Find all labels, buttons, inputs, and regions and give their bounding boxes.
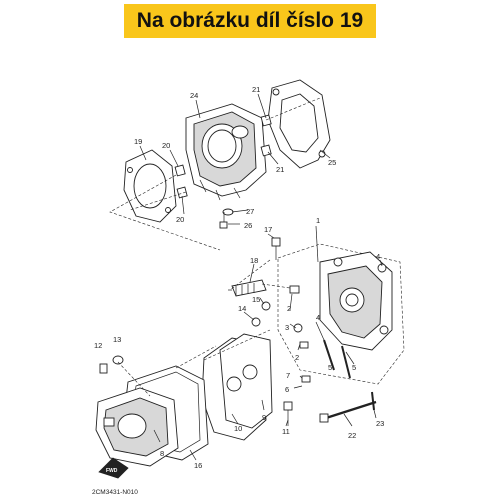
callout-23: 23: [376, 419, 384, 428]
callout-15: 15: [252, 295, 260, 304]
callout-3: 3: [285, 323, 289, 332]
callout-13: 13: [113, 335, 121, 344]
callout-2a: 2: [287, 304, 291, 313]
callout-11: 11: [282, 427, 290, 436]
cylinder-head-1: [277, 243, 405, 385]
dowel-pins: [174, 114, 272, 199]
cylinder-block-24: [185, 103, 267, 201]
washer-23: [371, 391, 375, 411]
callout-16: 16: [194, 461, 202, 470]
callout-leaders: [139, 93, 383, 461]
studs-5: [323, 339, 351, 379]
callout-6: 6: [285, 385, 289, 394]
bolt-12-13: [99, 355, 124, 374]
callout-25: 25: [328, 158, 336, 167]
callout-2b: 2: [295, 353, 299, 362]
callout-8: 8: [160, 449, 164, 458]
title-banner: Na obrázku díl číslo 19: [124, 4, 376, 38]
bolt-11: [283, 401, 293, 426]
callout-12: 12: [94, 341, 102, 350]
callout-22: 22: [348, 431, 356, 440]
callout-20a: 20: [162, 141, 170, 150]
callout-27: 27: [246, 207, 254, 216]
reference-code: 2CM3431-N010: [92, 489, 138, 496]
callout-20b: 20: [176, 215, 184, 224]
callout-1: 1: [316, 216, 320, 225]
title-text: Na obrázku díl číslo 19: [136, 9, 364, 32]
long-bolt-22: [319, 400, 377, 423]
head-cover-8: [95, 387, 179, 467]
forward-arrow-icon: FWD: [98, 457, 129, 479]
callout-21a: 21: [252, 85, 260, 94]
callout-9: 9: [262, 413, 266, 422]
spark-plug-18: [228, 279, 267, 297]
callout-5b: 5: [352, 363, 356, 372]
gasket-19: [123, 149, 177, 223]
callout-18: 18: [250, 256, 258, 265]
callout-24: 24: [190, 91, 198, 100]
callout-14: 14: [238, 304, 246, 313]
bolt-26-27: [219, 208, 234, 229]
callout-4a: 4: [376, 252, 380, 261]
callout-17: 17: [264, 225, 272, 234]
forward-badge-text: FWD: [106, 468, 118, 474]
callout-19: 19: [134, 137, 142, 146]
callout-5a: 5: [328, 363, 332, 372]
callout-21b: 21: [276, 165, 284, 174]
callout-4b: 4: [316, 313, 320, 322]
fasteners-mid: [251, 237, 311, 383]
gasket-plates-9-10: [201, 333, 273, 441]
callout-26: 26: [244, 221, 252, 230]
callout-7: 7: [286, 371, 290, 380]
callout-10: 10: [234, 424, 242, 433]
gasket-25: [267, 79, 331, 169]
callout-labels: 1 2 2 3 4 4 5 5 6 7 8 9 10 11 12 13 14 1…: [94, 85, 384, 470]
